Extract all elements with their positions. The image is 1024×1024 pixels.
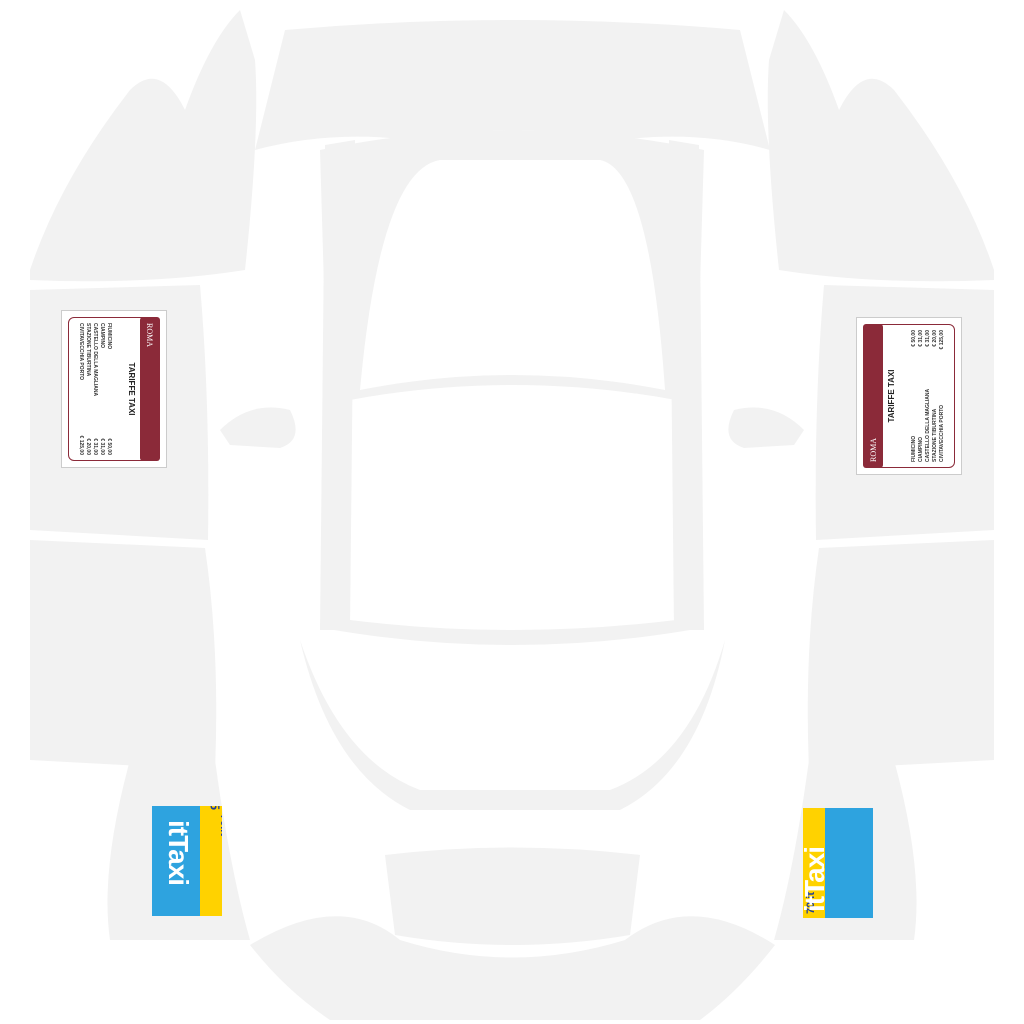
- tariff-city-band: ROMA: [140, 317, 160, 461]
- tariff-row: CIVITAVECCHIA PORTO€ 125,00: [939, 330, 945, 462]
- tariff-row: CIAMPINO€ 31,00: [918, 330, 924, 462]
- tariff-row: CIVITAVECCHIA PORTO€ 125,00: [78, 323, 84, 455]
- ittaxi-sticker: 35 70.it itTaxi: [803, 808, 873, 918]
- tariff-card: ROMA TARIFFE TAXI FIUMICINO€ 50,00 CIAMP…: [856, 317, 962, 475]
- tariff-row: STAZIONE TIBURTINA€ 20,00: [932, 330, 938, 462]
- ittaxi-panel: 35 70.it itTaxi: [803, 808, 873, 918]
- tariff-card-left: ROMA TARIFFE TAXI FIUMICINO€ 50,00 CIAMP…: [61, 310, 167, 468]
- right-front-fender: [767, 10, 994, 282]
- ittaxi-sticker: 35 70.it itTaxi: [152, 806, 222, 916]
- ittaxi-sticker-left: 35 70.it itTaxi: [152, 806, 222, 916]
- tariff-rows: FIUMICINO€ 50,00 CIAMPINO€ 31,00 CASTELL…: [911, 330, 946, 462]
- ittaxi-logo-word: itTaxi: [803, 846, 830, 912]
- right-a-pillar: [669, 140, 704, 630]
- left-front-fender: [30, 10, 257, 282]
- right-mirror: [728, 407, 804, 448]
- tariff-row: CASTELLO DELLA MAGLIANA€ 31,00: [92, 323, 98, 455]
- windshield-panel: [360, 160, 665, 390]
- ittaxi-number-top: 35: [207, 806, 222, 810]
- ittaxi-sticker-right: 35 70.it itTaxi: [803, 808, 873, 918]
- tariff-city-band: ROMA: [863, 324, 883, 468]
- tariff-title: TARIFFE TAXI: [887, 369, 896, 423]
- ittaxi-yellow-band: [803, 808, 825, 918]
- right-rear-door: [807, 540, 994, 770]
- tariff-row: STAZIONE TIBURTINA€ 20,00: [85, 323, 91, 455]
- tariff-rows: FIUMICINO€ 50,00 CIAMPINO€ 31,00 CASTELL…: [77, 323, 112, 455]
- left-a-pillar: [320, 140, 355, 630]
- rear-valance-panel: [250, 916, 775, 1020]
- front-bumper-panel: [255, 20, 770, 150]
- tariff-row: CIAMPINO€ 31,00: [99, 323, 105, 455]
- ittaxi-number-bottom: 70.it: [218, 813, 222, 836]
- left-mirror: [220, 407, 296, 448]
- tariff-row: CASTELLO DELLA MAGLIANA€ 31,00: [925, 330, 931, 462]
- left-rear-door: [30, 540, 217, 770]
- tariff-card: ROMA TARIFFE TAXI FIUMICINO€ 50,00 CIAMP…: [61, 310, 167, 468]
- tariff-card-right: ROMA TARIFFE TAXI FIUMICINO€ 50,00 CIAMP…: [856, 317, 962, 475]
- rear-bumper-panel: [300, 640, 725, 810]
- rear-window-panel: [350, 385, 676, 630]
- ittaxi-panel: 35 70.it itTaxi: [152, 806, 222, 916]
- rear-plate-panel: [385, 847, 640, 945]
- ittaxi-yellow-band: [200, 806, 222, 916]
- tariff-title: TARIFFE TAXI: [127, 362, 136, 416]
- tariff-row: FIUMICINO€ 50,00: [911, 330, 917, 462]
- ittaxi-logo-word: itTaxi: [163, 820, 194, 886]
- tariff-row: FIUMICINO€ 50,00: [106, 323, 112, 455]
